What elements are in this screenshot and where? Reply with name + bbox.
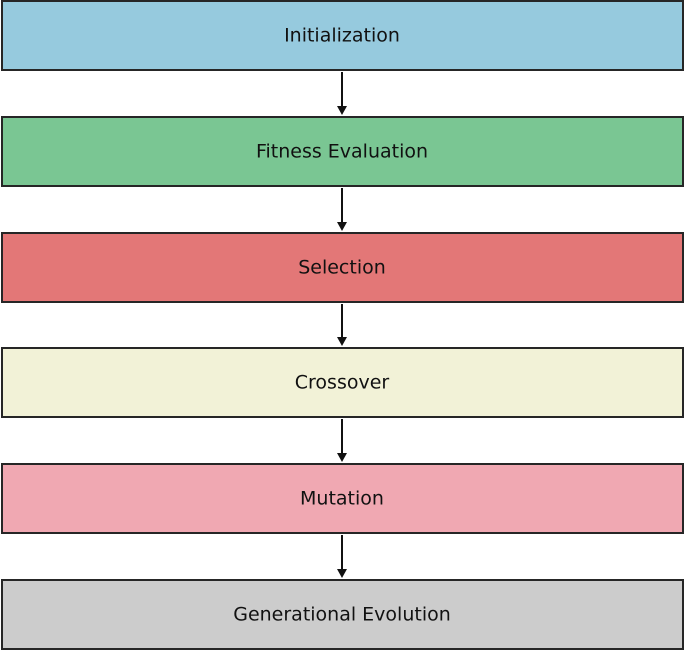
arrow-head-icon bbox=[337, 222, 347, 231]
stage-label-crossover: Crossover bbox=[295, 372, 390, 394]
arrow-head-icon bbox=[337, 569, 347, 578]
stage-label-selection: Selection bbox=[298, 257, 386, 279]
flow-arrow-3 bbox=[337, 304, 347, 346]
stage-mutation: Mutation bbox=[1, 463, 684, 534]
flow-arrow-1 bbox=[337, 72, 347, 115]
stage-box-generational-evolution bbox=[1, 579, 684, 650]
stage-label-generational-evolution: Generational Evolution bbox=[233, 604, 451, 626]
stage-box-fitness-evaluation bbox=[1, 116, 684, 187]
stage-crossover: Crossover bbox=[1, 347, 684, 418]
flow-arrow-4 bbox=[337, 419, 347, 462]
stage-label-mutation: Mutation bbox=[300, 488, 384, 510]
arrow-head-icon bbox=[337, 453, 347, 462]
stage-box-mutation bbox=[1, 463, 684, 534]
arrows-layer bbox=[337, 72, 347, 578]
stage-label-initialization: Initialization bbox=[284, 25, 400, 47]
stage-box-crossover bbox=[1, 347, 684, 418]
stage-box-initialization bbox=[1, 0, 684, 71]
flow-arrow-2 bbox=[337, 188, 347, 231]
stage-box-selection bbox=[1, 232, 684, 303]
stage-selection: Selection bbox=[1, 232, 684, 303]
stage-fitness-evaluation: Fitness Evaluation bbox=[1, 116, 684, 187]
arrow-head-icon bbox=[337, 337, 347, 346]
flow-arrow-5 bbox=[337, 535, 347, 578]
stage-label-fitness-evaluation: Fitness Evaluation bbox=[256, 141, 428, 163]
stage-generational-evolution: Generational Evolution bbox=[1, 579, 684, 650]
arrow-head-icon bbox=[337, 106, 347, 115]
stage-initialization: Initialization bbox=[1, 0, 684, 71]
